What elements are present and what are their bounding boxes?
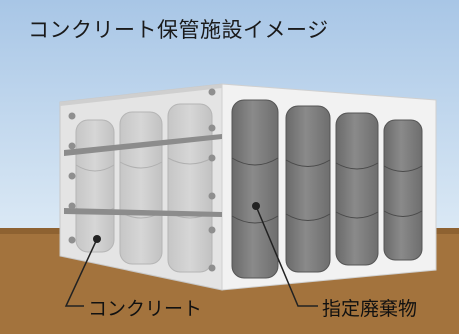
barrel-column [383, 119, 423, 261]
barrel-column [167, 103, 213, 273]
concrete-label: コンクリート [88, 298, 203, 320]
barrel-column [231, 99, 279, 279]
steel-bands [64, 134, 222, 217]
barrel-column [285, 105, 331, 273]
concrete-leader-line [64, 238, 98, 307]
waste-label: 指定廃棄物 [322, 298, 418, 320]
barrel-column [75, 119, 115, 253]
right-barrel-stack [231, 99, 423, 279]
waste-marker-dot [252, 202, 260, 210]
barrel-column [335, 112, 379, 266]
left-barrel-stack [75, 103, 213, 273]
waste-leader-line [255, 205, 318, 307]
diagram-title: コンクリート保管施設イメージ [28, 18, 329, 42]
bolts [68, 88, 216, 272]
barrel-column [119, 111, 163, 265]
